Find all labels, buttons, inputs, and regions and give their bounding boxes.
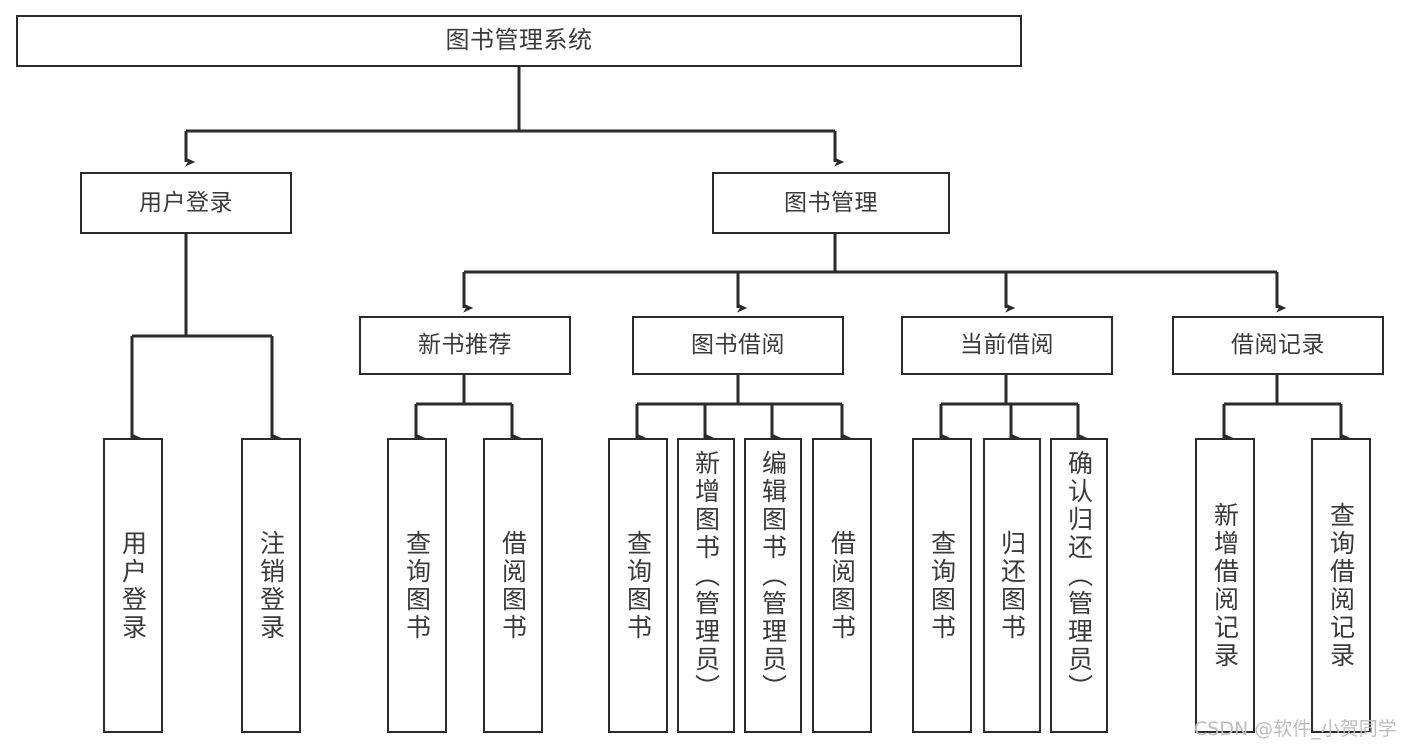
node-label: 图书管理 [784,189,878,216]
leaf-query-borrow-record[interactable]: 查询借阅记录 [1311,438,1371,733]
node-label: 确认归还（管理员） [1064,450,1094,702]
leaf-confirm-return-admin[interactable]: 确认归还（管理员） [1050,438,1108,733]
node-current-borrow[interactable]: 当前借阅 [901,316,1113,375]
leaf-edit-book-admin[interactable]: 编辑图书（管理员） [744,438,802,733]
node-label: 查询借阅记录 [1326,501,1356,670]
node-label: 编辑图书（管理员） [758,450,788,702]
node-new-book-recommend[interactable]: 新书推荐 [359,316,571,375]
node-label: 注销登录 [256,529,286,642]
leaf-logout[interactable]: 注销登录 [241,438,301,733]
node-label: 用户登录 [118,529,148,642]
node-root-system[interactable]: 图书管理系统 [16,15,1022,67]
node-book-borrow[interactable]: 图书借阅 [632,316,844,375]
node-label: 借阅图书 [498,529,528,642]
node-label: 借阅记录 [1231,332,1325,359]
node-label: 当前借阅 [960,332,1054,359]
node-label: 图书借阅 [691,332,785,359]
node-user-login[interactable]: 用户登录 [80,172,292,234]
node-label: 新书推荐 [418,332,512,359]
leaf-return-books[interactable]: 归还图书 [983,438,1041,733]
leaf-add-borrow-record[interactable]: 新增借阅记录 [1195,438,1255,733]
node-borrow-record[interactable]: 借阅记录 [1172,316,1384,375]
node-label: 查询图书 [927,529,957,642]
leaf-query-books-borrow[interactable]: 查询图书 [608,438,668,733]
node-label: 图书管理系统 [445,26,593,55]
node-book-management[interactable]: 图书管理 [712,172,950,234]
node-label: 查询图书 [402,529,432,642]
leaf-borrow-books-borrow[interactable]: 借阅图书 [812,438,872,733]
node-label: 查询图书 [623,529,653,642]
leaf-add-book-admin[interactable]: 新增图书（管理员） [677,438,735,733]
node-label: 新增图书（管理员） [691,450,721,702]
leaf-query-books-recommend[interactable]: 查询图书 [387,438,447,733]
node-label: 归还图书 [997,529,1027,642]
leaf-user-login[interactable]: 用户登录 [103,438,163,733]
leaf-query-books-current[interactable]: 查询图书 [912,438,972,733]
leaf-borrow-books-recommend[interactable]: 借阅图书 [483,438,543,733]
node-label: 用户登录 [139,189,233,216]
node-label: 借阅图书 [827,529,857,642]
csdn-watermark: CSDN @软件_小贺同学 [1194,718,1397,740]
node-label: 新增借阅记录 [1210,501,1240,670]
